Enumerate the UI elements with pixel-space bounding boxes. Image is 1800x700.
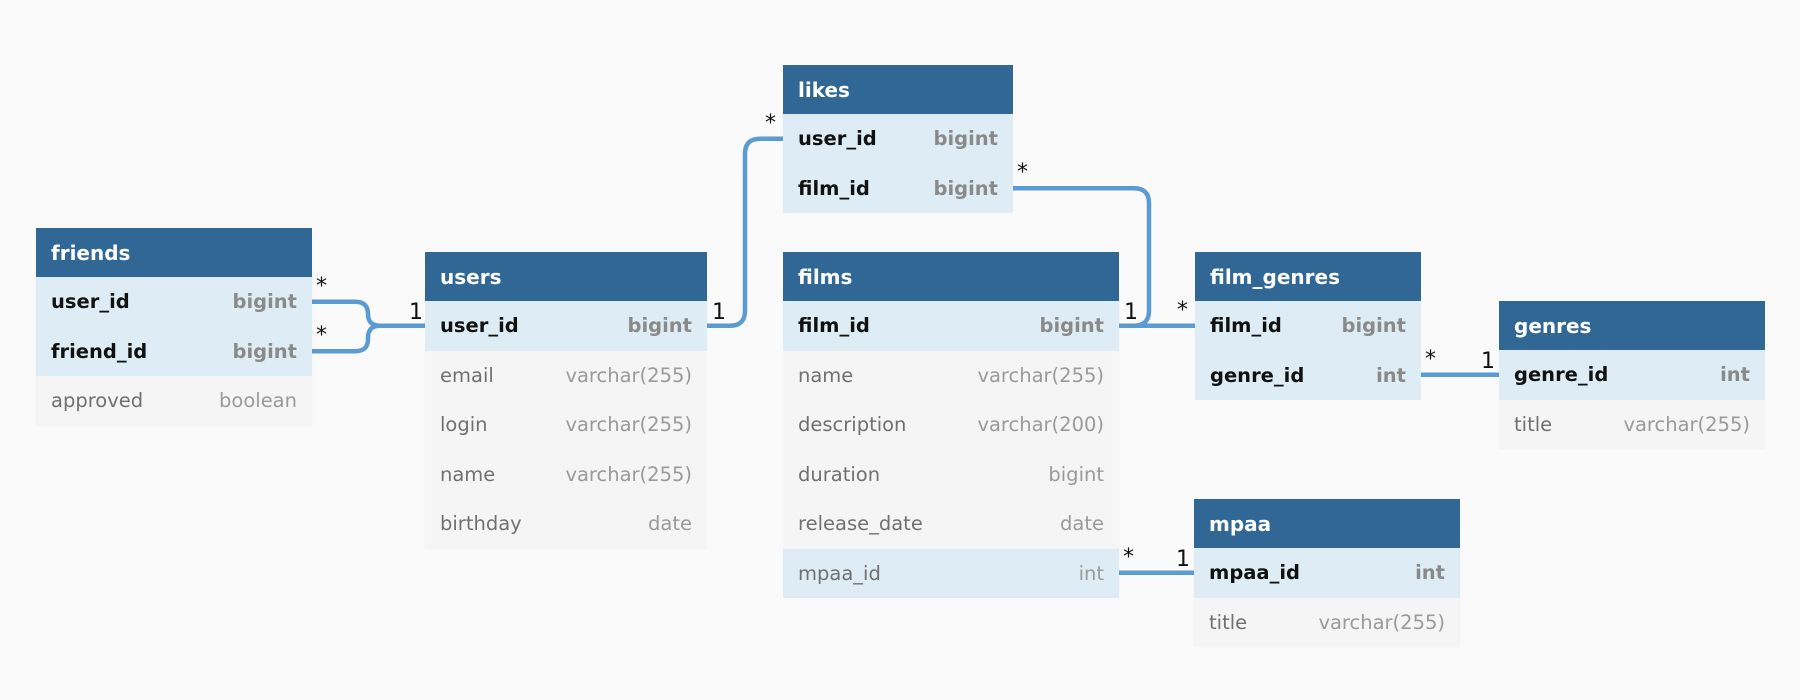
column-type: boolean [219,389,297,413]
table-film-genres[interactable]: film_genres film_id bigint genre_id int [1195,252,1421,400]
table-header[interactable]: users [425,252,707,301]
table-row[interactable]: film_id bigint [783,301,1119,351]
cardinality-label: * [316,323,327,349]
column-type: bigint [933,176,999,200]
column-name: mpaa_id [1209,561,1300,585]
table-row[interactable]: approved boolean [36,376,312,426]
column-name: title [1209,610,1248,634]
column-name: user_id [798,127,877,151]
table-row[interactable]: title varchar(255) [1499,399,1765,449]
cardinality-label: * [1017,160,1028,186]
column-type: varchar(255) [565,413,692,437]
table-row[interactable]: genre_id int [1499,350,1765,400]
link-friends-friend-users [312,323,425,354]
table-row[interactable]: user_id bigint [425,301,707,351]
column-name: user_id [440,314,519,338]
column-type: int [1415,561,1445,585]
cardinality-label: * [1177,297,1188,323]
column-type: date [1060,512,1104,536]
column-name: name [440,462,496,486]
table-header[interactable]: genres [1499,301,1765,350]
column-name: genre_id [1210,363,1305,387]
cardinality-label: * [1425,346,1436,372]
table-row[interactable]: description varchar(200) [783,400,1119,450]
column-name: release_date [798,512,923,536]
cardinality-label: 1 [1481,348,1495,374]
column-type: date [648,512,692,536]
table-row[interactable]: film_id bigint [783,163,1013,213]
column-type: bigint [1341,314,1407,338]
column-type: varchar(255) [1623,412,1750,436]
cardinality-label: 1 [1176,546,1190,572]
column-name: film_id [1210,314,1282,338]
table-mpaa[interactable]: mpaa mpaa_id int title varchar(255) [1194,499,1460,647]
column-name: approved [51,389,144,413]
table-row[interactable]: name varchar(255) [425,449,707,499]
table-header[interactable]: films [783,252,1119,301]
table-row[interactable]: duration bigint [783,449,1119,499]
column-name: birthday [440,512,522,536]
table-header[interactable]: friends [36,228,312,277]
column-type: int [1720,363,1750,387]
table-row[interactable]: release_date date [783,499,1119,549]
column-type: varchar(255) [565,363,692,387]
table-row[interactable]: mpaa_id int [783,548,1119,598]
cardinality-label: 1 [409,299,423,325]
table-row[interactable]: user_id bigint [783,114,1013,164]
table-header[interactable]: mpaa [1194,499,1460,548]
column-type: int [1078,561,1104,585]
column-name: title [1514,412,1553,436]
column-type: varchar(255) [565,462,692,486]
column-name: mpaa_id [798,561,881,585]
column-name: user_id [51,290,130,314]
table-row[interactable]: title varchar(255) [1194,597,1460,647]
column-type: bigint [1048,462,1104,486]
column-name: email [440,363,494,387]
column-name: login [440,413,488,437]
cardinality-label: * [1123,544,1134,570]
table-row[interactable]: friend_id bigint [36,326,312,376]
column-type: bigint [1039,314,1105,338]
cardinality-label: * [765,110,776,136]
link-likes-users [707,136,783,328]
column-name: film_id [798,176,870,200]
table-row[interactable]: birthday date [425,499,707,549]
column-name: film_id [798,314,870,338]
table-row[interactable]: email varchar(255) [425,350,707,400]
column-name: friend_id [51,339,148,363]
table-row[interactable]: name varchar(255) [783,350,1119,400]
table-header[interactable]: film_genres [1195,252,1421,301]
table-row[interactable]: mpaa_id int [1194,548,1460,598]
column-type: bigint [933,127,999,151]
table-genres[interactable]: genres genre_id int title varchar(255) [1499,301,1765,449]
column-type: varchar(200) [977,413,1104,437]
table-row[interactable]: login varchar(255) [425,400,707,450]
table-row[interactable]: user_id bigint [36,277,312,327]
column-type: bigint [232,339,298,363]
column-name: name [798,363,854,387]
column-type: varchar(255) [1318,610,1445,634]
column-type: bigint [232,290,298,314]
column-name: genre_id [1514,363,1609,387]
cardinality-label: 1 [712,299,726,325]
column-name: duration [798,462,881,486]
cardinality-label: 1 [1124,299,1138,325]
column-type: int [1376,363,1406,387]
table-row[interactable]: genre_id int [1195,350,1421,400]
column-type: bigint [627,314,693,338]
cardinality-label: * [316,273,327,299]
column-name: description [798,413,907,437]
table-row[interactable]: film_id bigint [1195,301,1421,351]
table-header[interactable]: likes [783,65,1013,114]
column-type: varchar(255) [977,363,1104,387]
